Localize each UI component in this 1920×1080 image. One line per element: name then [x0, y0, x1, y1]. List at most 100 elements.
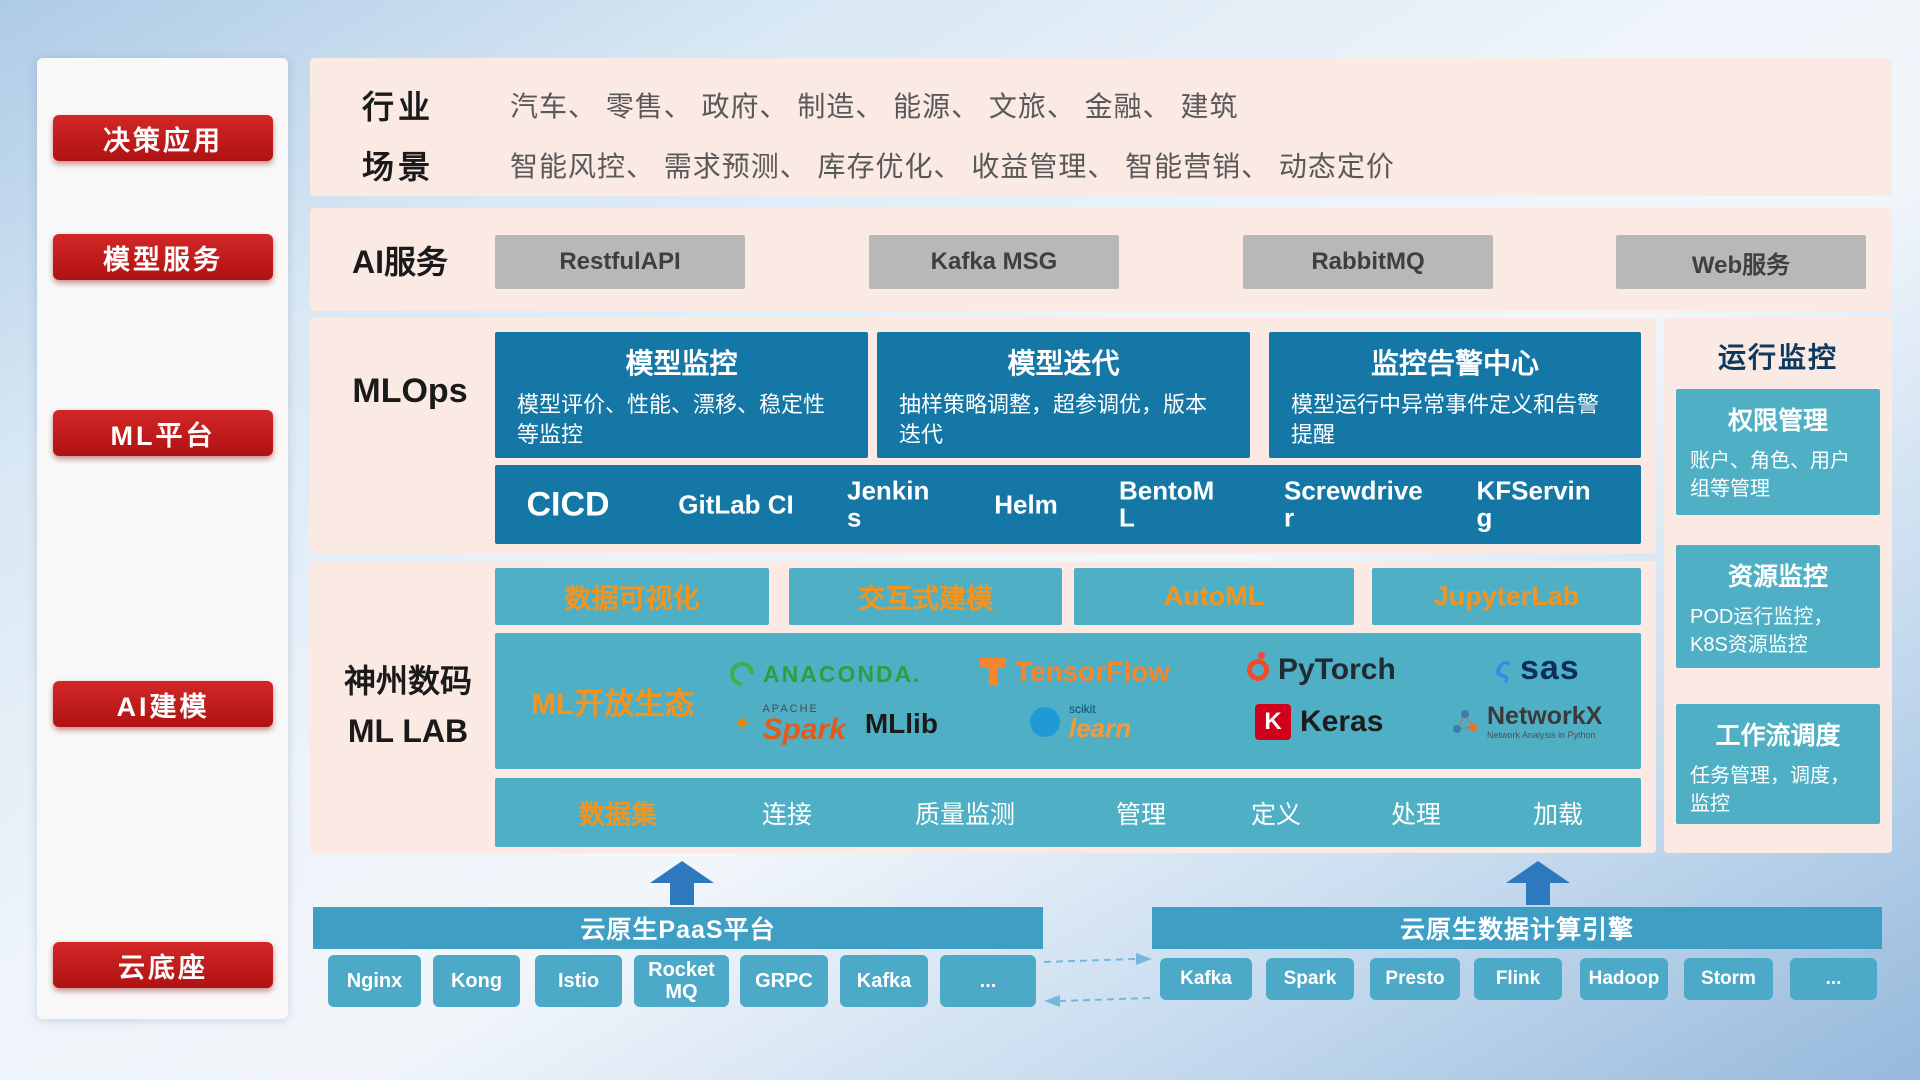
spark-text-block: APACHE Spark [762, 702, 846, 746]
card-desc: 模型评价、性能、漂移、稳定性等监控 [517, 392, 826, 447]
tool-bentoml: BentoML [1119, 475, 1215, 533]
paas-istio: Istio [535, 955, 622, 1007]
tool-screwdriver: Screwdriver [1284, 475, 1423, 533]
card-alert-center: 监控告警中心 模型运行中异常事件定义和告警提醒 [1269, 332, 1641, 458]
layer-cloud-base: 云底座 [53, 942, 273, 988]
card-desc: 抽样策略调整，超参调优，版本迭代 [899, 392, 1208, 447]
layer-decision-application: 决策应用 [53, 115, 273, 161]
card-desc: 任务管理，调度，监控 [1690, 765, 1850, 815]
tool-gitlab-ci: GitLab CI [678, 489, 794, 519]
engine-kafka: Kafka [1160, 958, 1252, 1000]
anaconda-text: ANACONDA. [763, 660, 922, 687]
paas-rocketmq-label: RocketMQ [648, 959, 715, 1003]
dataset-manage: 管理 [1115, 800, 1167, 829]
paas-kong: Kong [433, 955, 520, 1007]
tensorflow-icon [980, 658, 1006, 686]
engine-presto: Presto [1370, 958, 1460, 1000]
networkx-subtext: Network Analysis in Python [1487, 729, 1596, 740]
scikit-learn-icon [1030, 707, 1060, 737]
card-desc: 账户、角色、用户组等管理 [1690, 450, 1850, 500]
spark-mllib-logo: ✦ APACHE Spark MLlib [733, 703, 938, 745]
card-model-monitoring: 模型监控 模型评价、性能、漂移、稳定性等监控 [495, 332, 868, 458]
spark-icon: ✦ [733, 711, 752, 736]
pytorch-text: PyTorch [1278, 653, 1396, 686]
layer-model-service: 模型服务 [53, 234, 273, 280]
anaconda-icon [725, 657, 759, 691]
mllab-label-line1: 神州数码 [343, 663, 472, 700]
keras-text: Keras [1300, 705, 1384, 738]
mlops-label: MLOps [352, 372, 468, 410]
mllab-label: 神州数码 ML LAB [318, 561, 498, 853]
runtime-monitoring-title: 运行监控 [1717, 342, 1838, 373]
up-arrow-icon [1506, 861, 1570, 905]
mllab-panel: 神州数码 ML LAB 数据可视化 交互式建模 AutoML JupyterLa… [310, 561, 1656, 853]
data-engine-bar: 云原生数据计算引擎 [1152, 907, 1882, 949]
layer-ai-modeling: AI建模 [53, 681, 273, 727]
paas-rocketmq: RocketMQ [634, 955, 729, 1007]
cicd-label: CICD [526, 485, 610, 523]
industry-row: 行业 汽车、 零售、 政府、 制造、 能源、 文旅、 金融、 建筑 [310, 82, 1892, 128]
card-resource-monitoring: 资源监控 POD运行监控，K8S资源监控 [1676, 545, 1880, 668]
tensorflow-text: TensorFlow [1015, 656, 1171, 687]
paas-kafka: Kafka [840, 955, 928, 1007]
scenario-row: 场景 智能风控、 需求预测、 库存优化、 收益管理、 智能营销、 动态定价 [310, 142, 1892, 188]
learn-text: learn [1069, 713, 1132, 743]
dataset-process: 处理 [1390, 800, 1442, 829]
spark-text: Spark [762, 712, 846, 746]
scikit-text: scikit [1069, 702, 1096, 716]
tab-automl: AutoML [1074, 568, 1354, 625]
paas-nginx: Nginx [328, 955, 421, 1007]
service-kafka-msg: Kafka MSG [869, 235, 1119, 289]
ai-service-label: AI服务 [352, 243, 449, 280]
sas-icon: ς [1495, 651, 1511, 684]
service-web: Web服务 [1616, 235, 1866, 289]
card-permission-management: 权限管理 账户、角色、用户组等管理 [1676, 389, 1880, 515]
service-restfulapi: RestfulAPI [495, 235, 745, 289]
card-title: 监控告警中心 [1370, 348, 1539, 379]
scenario-list: 智能风控、 需求预测、 库存优化、 收益管理、 智能营销、 动态定价 [510, 151, 1395, 182]
card-desc: POD运行监控，K8S资源监控 [1690, 606, 1834, 656]
card-model-iteration: 模型迭代 抽样策略调整，超参调优，版本迭代 [877, 332, 1250, 458]
engine-flink: Flink [1474, 958, 1562, 1000]
sas-logo: ς sas [1495, 647, 1580, 689]
mllib-text: MLlib [864, 708, 938, 739]
networkx-icon [1453, 710, 1477, 733]
pytorch-icon [1247, 652, 1269, 681]
scikit-learn-text-block: scikit learn [1069, 703, 1131, 741]
ai-service-panel: AI服务 RestfulAPI Kafka MSG RabbitMQ Web服务 [310, 208, 1892, 311]
ml-ecosystem-block: ML开放生态 ANACONDA. TensorFlow PyTorch ς sa… [495, 633, 1641, 769]
industry-scenario-panel: 行业 汽车、 零售、 政府、 制造、 能源、 文旅、 金融、 建筑 场景 智能风… [310, 58, 1892, 196]
layer-ml-platform: ML平台 [53, 410, 273, 456]
tool-jenkins: Jenkins [847, 475, 930, 533]
dataset-bar: 数据集 连接 质量监测 管理 定义 处理 加载 [495, 778, 1641, 847]
up-arrow-icon [650, 861, 714, 905]
anaconda-logo: ANACONDA. [725, 653, 922, 695]
paas-more: ... [940, 955, 1036, 1007]
card-title: 工作流调度 [1715, 722, 1841, 750]
mlops-panel: MLOps 模型监控 模型评价、性能、漂移、稳定性等监控 模型迭代 抽样策略调整… [310, 318, 1656, 553]
dashed-arrow-icon [1043, 953, 1152, 1007]
layer-sidebar: 决策应用 模型服务 ML平台 AI建模 云底座 [37, 58, 288, 1019]
tab-data-visualization: 数据可视化 [495, 568, 769, 625]
card-title: 权限管理 [1727, 407, 1828, 435]
networkx-text: NetworkX [1487, 702, 1603, 731]
industry-list: 汽车、 零售、 政府、 制造、 能源、 文旅、 金融、 建筑 [510, 91, 1239, 122]
mllab-label-line2: ML LAB [347, 713, 469, 749]
paas-platform-bar: 云原生PaaS平台 [313, 907, 1043, 949]
service-rabbitmq: RabbitMQ [1243, 235, 1493, 289]
engine-spark: Spark [1266, 958, 1354, 1000]
pytorch-logo: PyTorch [1247, 649, 1396, 691]
cicd-bar: CICD GitLab CI Jenkins Helm BentoML Scre… [495, 465, 1641, 544]
dataset-quality-monitoring: 质量监测 [914, 800, 1016, 829]
tab-interactive-modeling: 交互式建模 [789, 568, 1062, 625]
eco-label: ML开放生态 [531, 688, 695, 721]
tool-helm: Helm [994, 489, 1058, 519]
engine-more: ... [1790, 958, 1877, 1000]
industry-label: 行业 [362, 89, 435, 125]
card-title: 资源监控 [1727, 563, 1828, 591]
apache-text: APACHE [762, 702, 819, 715]
sas-text: sas [1519, 648, 1580, 687]
networkx-text-block: NetworkX Network Analysis in Python [1487, 703, 1602, 740]
card-workflow-scheduling: 工作流调度 任务管理，调度，监控 [1676, 704, 1880, 824]
